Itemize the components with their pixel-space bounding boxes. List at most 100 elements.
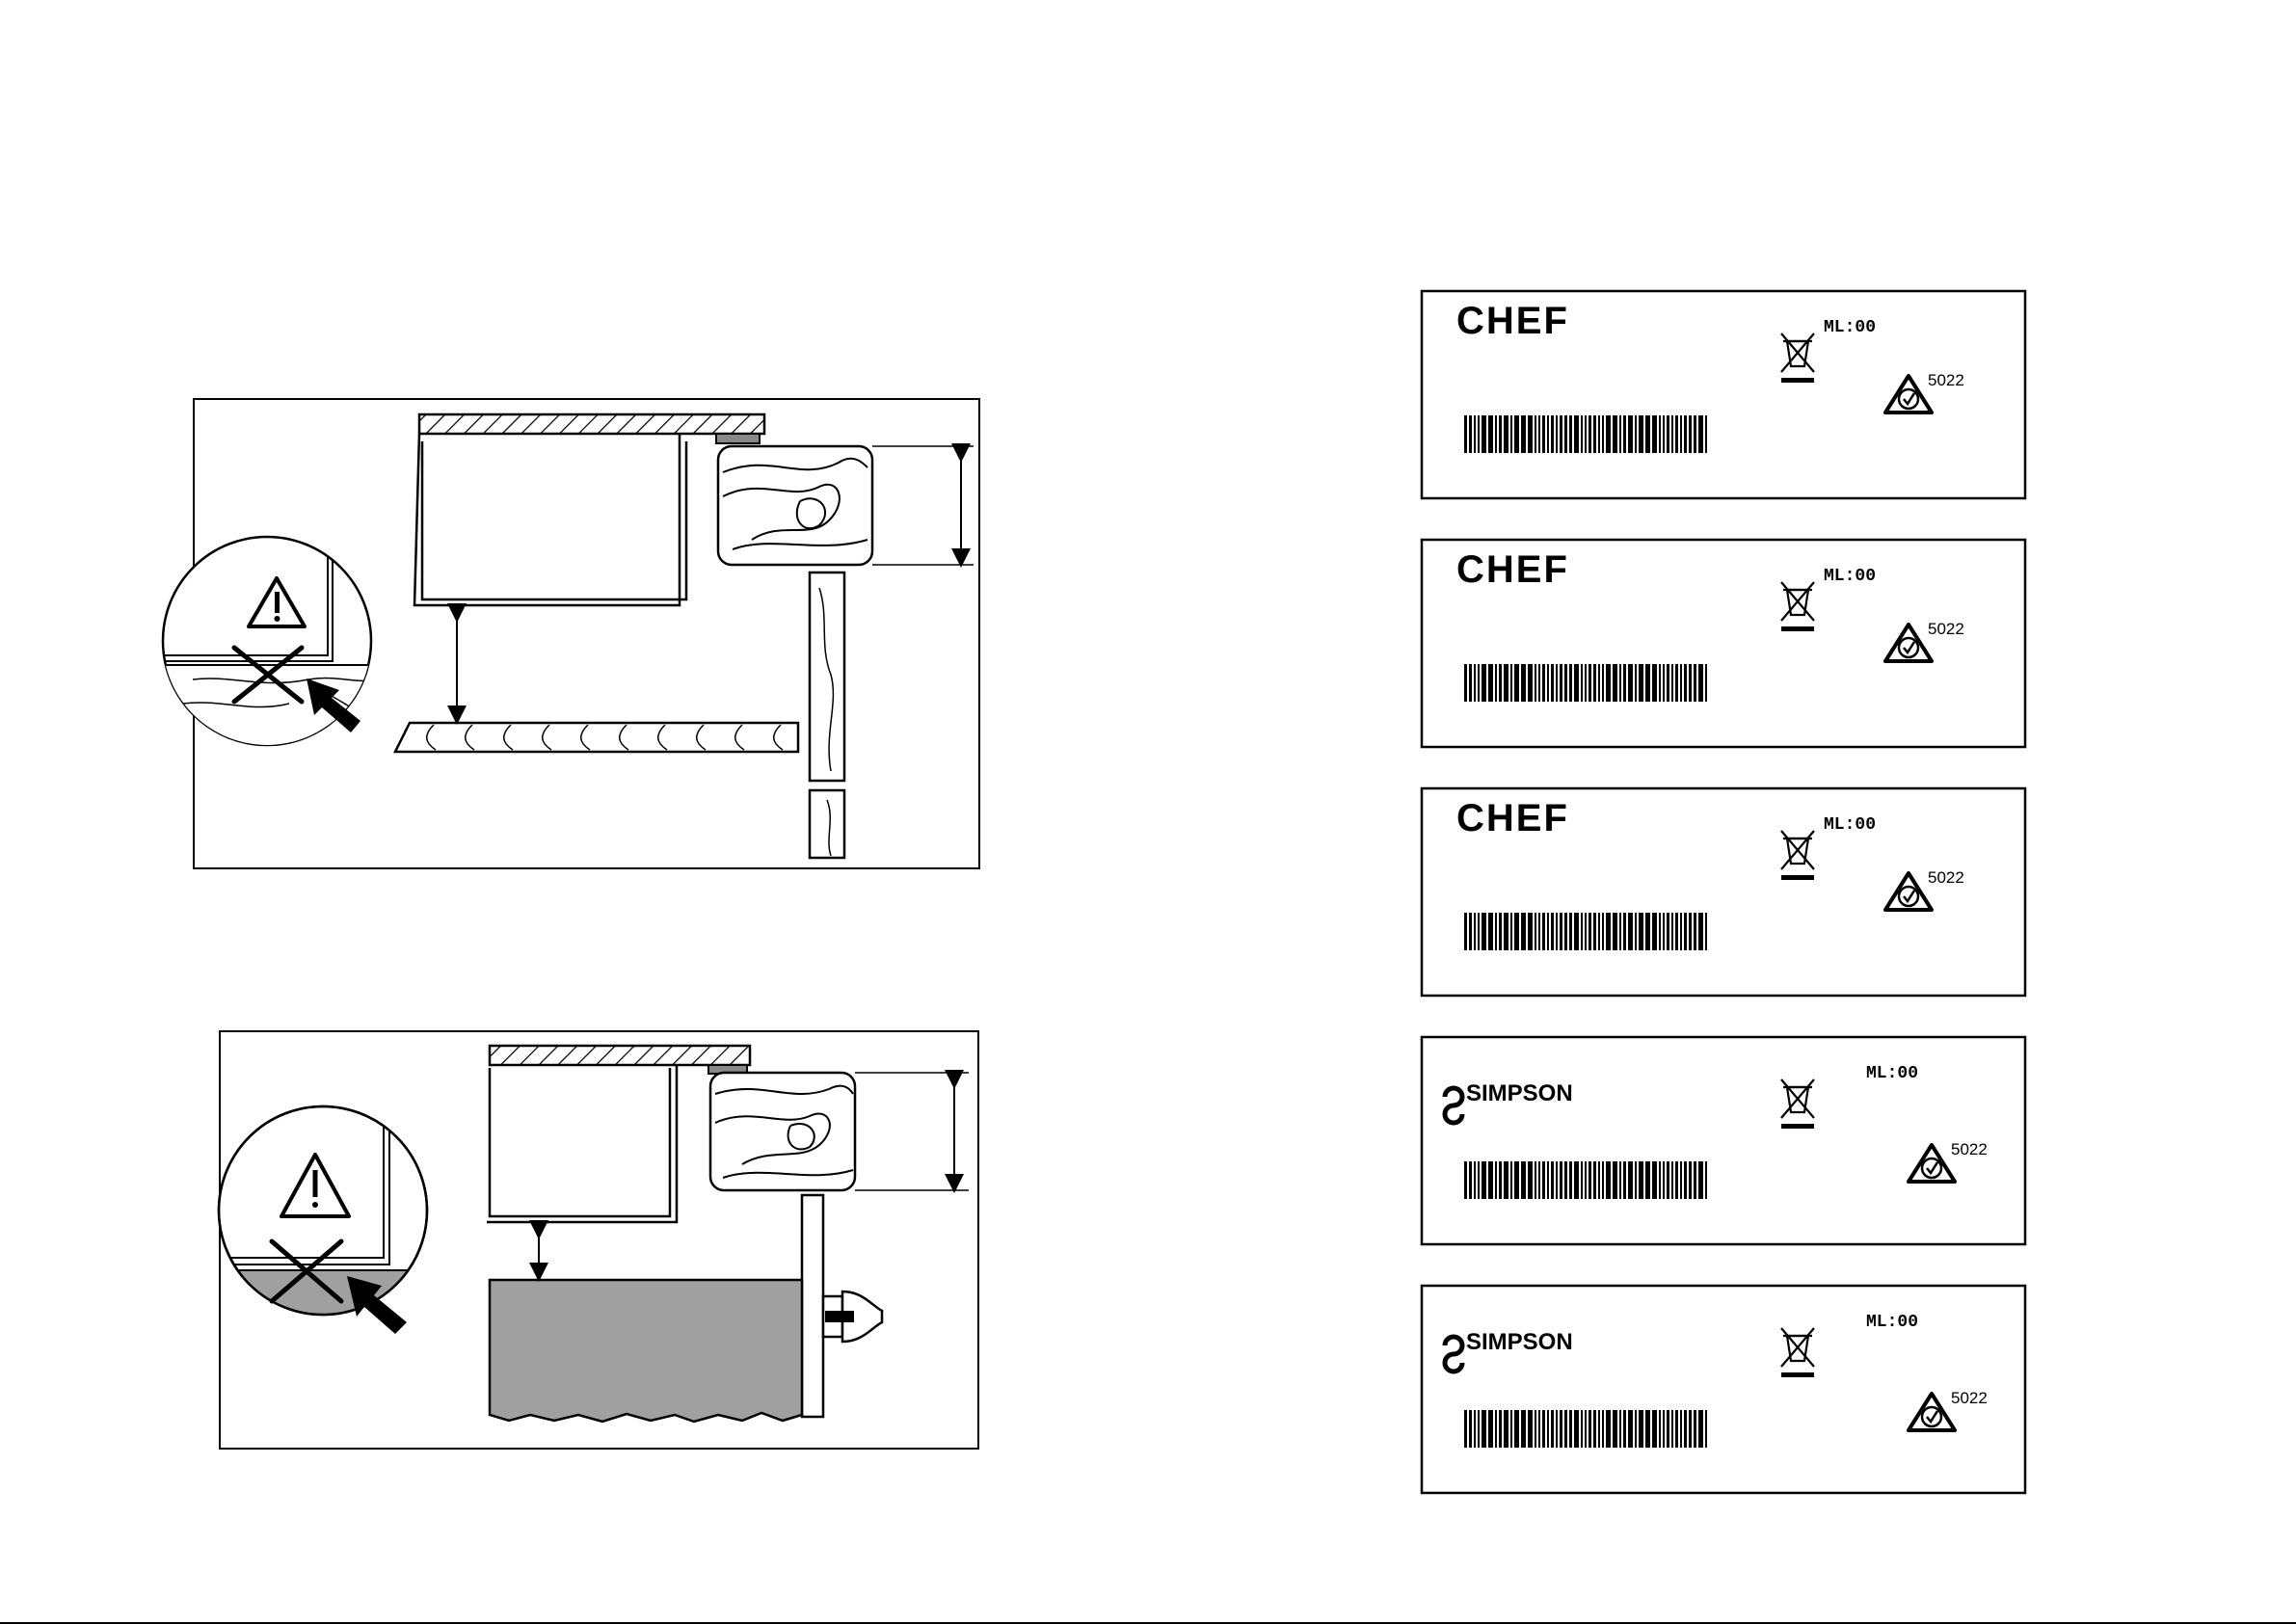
barcode-bar (1602, 415, 1604, 453)
barcode-bar (1652, 913, 1657, 950)
barcode-bar (1635, 1161, 1637, 1199)
barcode-bar (1628, 415, 1633, 453)
barcode-bar (1551, 664, 1554, 702)
barcode-bar (1667, 415, 1669, 453)
barcode-bar (1495, 415, 1497, 453)
barcode-bar (1528, 913, 1533, 950)
barcode-bar (1680, 664, 1682, 702)
barcode-bar (1689, 913, 1692, 950)
barcode-bar (1623, 415, 1626, 453)
hob-body (490, 1068, 670, 1216)
barcode-bar (1488, 664, 1493, 702)
barcode-bar (1698, 1161, 1703, 1199)
barcode-bar (1499, 664, 1502, 702)
barcode-bar (1667, 1410, 1669, 1448)
barcode-bar (1464, 664, 1467, 702)
barcode-bar (1623, 913, 1626, 950)
barcode-bar (1659, 913, 1661, 950)
barcode-bar (1667, 913, 1669, 950)
barcode-bar (1619, 1410, 1621, 1448)
seal-strip (716, 434, 760, 443)
barcode-bar (1542, 415, 1545, 453)
barcode-bar (1598, 1161, 1600, 1199)
barcode-bar (1694, 664, 1696, 702)
barcode-bar (1598, 415, 1600, 453)
barcode-bar (1499, 1410, 1502, 1448)
barcode-bar (1635, 415, 1637, 453)
barcode-bar (1488, 913, 1493, 950)
barcode-bar (1639, 1161, 1643, 1199)
barcode-bar (1547, 664, 1549, 702)
barcode-bar (1639, 913, 1643, 950)
plate-ml-text: ML:00 (1824, 318, 1876, 337)
barcode-bar (1581, 415, 1583, 453)
barcode-bar (1564, 664, 1567, 702)
barcode-bar (1542, 913, 1545, 950)
barcode-bar (1705, 415, 1707, 453)
barcode-bar (1619, 664, 1621, 702)
barcode-bar (1510, 913, 1512, 950)
barcode-bar (1593, 1410, 1596, 1448)
barcode-bar (1482, 1410, 1486, 1448)
barcode-bar (1667, 664, 1669, 702)
barcode-bar (1585, 415, 1587, 453)
barcode-bar (1663, 415, 1665, 453)
barcode-bar (1705, 1161, 1707, 1199)
barcode-bar (1589, 1161, 1591, 1199)
barcode-bar (1551, 1161, 1554, 1199)
barcode-bar (1556, 913, 1558, 950)
barcode-bar (1488, 1410, 1493, 1448)
barcode-bar (1482, 415, 1486, 453)
barcode-bar (1652, 1410, 1657, 1448)
barcode-bar (1598, 913, 1600, 950)
barcode-bar (1623, 1410, 1626, 1448)
barcode-bar (1474, 1161, 1476, 1199)
barcode-bar (1542, 664, 1545, 702)
barcode-bar (1504, 1161, 1508, 1199)
barcode-bar (1556, 1161, 1558, 1199)
barcode-bar (1639, 664, 1643, 702)
barcode-bar (1635, 664, 1637, 702)
barcode-bar (1474, 1410, 1476, 1448)
barcode-bar (1684, 913, 1687, 950)
barcode-bar (1574, 1161, 1579, 1199)
barcode-bar (1469, 415, 1472, 453)
barcode-bar (1680, 1161, 1682, 1199)
barcode-bar (1645, 913, 1650, 950)
barcode-bar (1623, 664, 1626, 702)
barcode-bar (1671, 415, 1673, 453)
barcode-bar (1628, 1410, 1633, 1448)
barcode-bar (1535, 1410, 1536, 1448)
barcode-bar (1675, 415, 1678, 453)
wooden-shelf (395, 723, 798, 752)
barcode-bar (1613, 415, 1617, 453)
plate-border (1422, 1037, 2025, 1244)
barcode-bar (1510, 1161, 1512, 1199)
barcode-bar (1469, 1161, 1472, 1199)
barcode-bar (1560, 415, 1562, 453)
barcode-bar (1510, 1410, 1512, 1448)
barcode-bar (1593, 664, 1596, 702)
barcode-bar (1482, 1161, 1486, 1199)
barcode-bar (1560, 913, 1562, 950)
barcode-bar (1585, 1410, 1587, 1448)
barcode-bar (1593, 913, 1596, 950)
barcode-bar (1663, 913, 1665, 950)
barcode-bar (1569, 1161, 1572, 1199)
barcode-bar (1464, 415, 1467, 453)
barcode-bar (1581, 1161, 1583, 1199)
plate-ml-text: ML:00 (1824, 567, 1876, 586)
barcode-bar (1488, 415, 1493, 453)
barcode-bar (1589, 913, 1591, 950)
barcode-bar (1514, 664, 1519, 702)
barcode-bar (1547, 1410, 1549, 1448)
detail-circle-oven (212, 1106, 443, 1334)
barcode-bar (1675, 664, 1678, 702)
barcode-bar (1698, 1410, 1703, 1448)
plate-border (1422, 1286, 2025, 1493)
barcode-bar (1521, 1161, 1526, 1199)
barcode-bar (1538, 415, 1540, 453)
barcode-bar (1635, 913, 1637, 950)
